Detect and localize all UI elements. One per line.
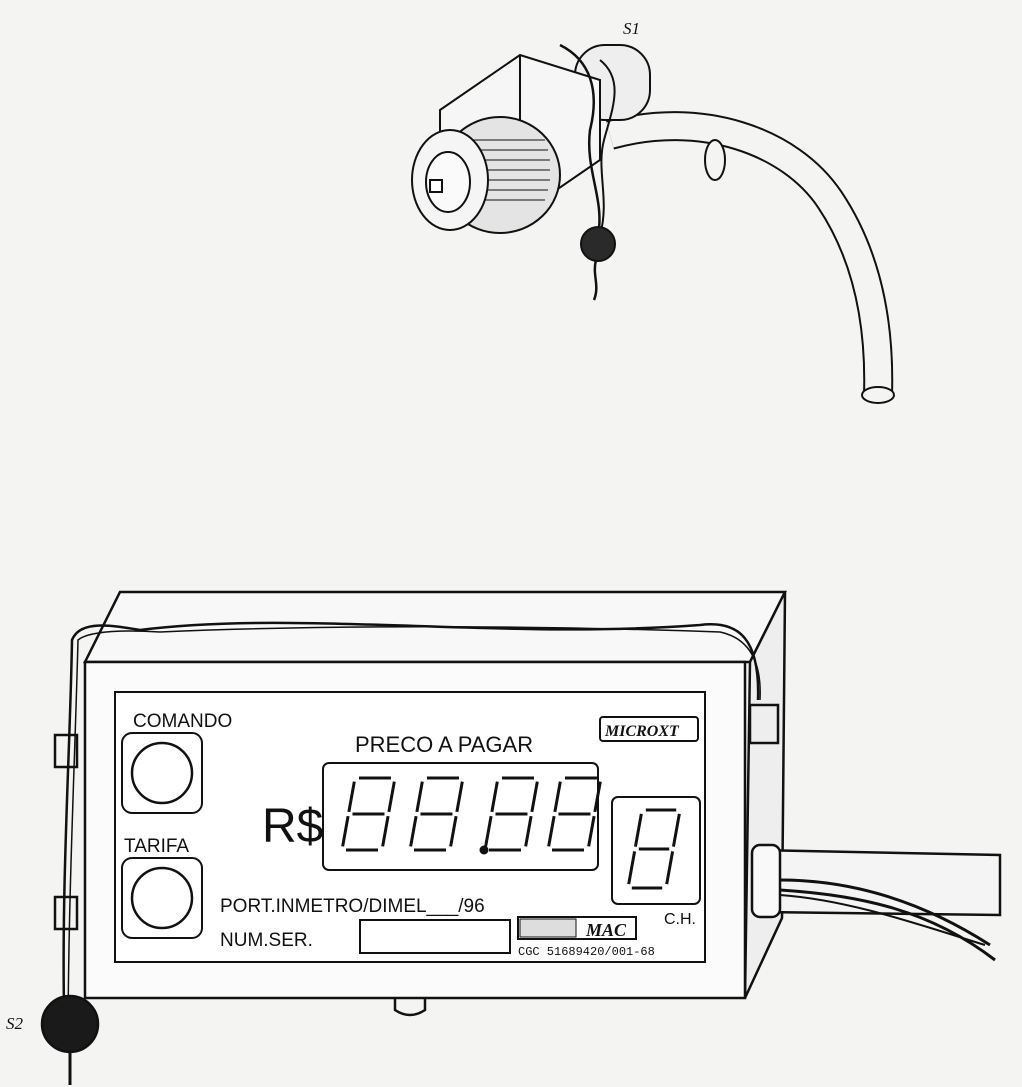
ch-digit: 8	[0, 0, 1, 1]
decimal-point	[479, 845, 489, 855]
ch-digit-segment-e	[627, 851, 637, 885]
comando-label: COMANDO	[133, 711, 232, 732]
preco-label: PRECO A PAGAR	[355, 732, 533, 757]
sensor-assembly	[411, 43, 895, 404]
price-digit-4-segment-b	[593, 781, 602, 813]
ch-digit-segment-b	[671, 813, 681, 847]
price-digit-1-segment-e	[341, 815, 350, 847]
price-digit-1-segment-c	[381, 815, 390, 847]
price-digit-1: 8	[0, 0, 1, 1]
price-digit-4-segment-f	[553, 781, 562, 813]
ch-digit-segment-c	[665, 851, 675, 885]
brand-text: MICROXT	[604, 723, 680, 740]
comando-button-face	[130, 741, 194, 805]
mac-logo-text: MAC	[585, 920, 627, 940]
brand-badge	[599, 716, 699, 742]
price-digits	[341, 776, 602, 852]
price-digit-1-segment-b	[387, 781, 396, 813]
price-digit-2: 8	[0, 0, 1, 1]
num-ser-label: NUM.SER.	[220, 930, 313, 951]
cgc-text: CGC 51689420/001-68	[518, 945, 655, 959]
currency-symbol: R$	[262, 800, 323, 853]
price-digit-4-segment-c	[587, 815, 596, 847]
price-digit-2-segment-f	[415, 781, 424, 813]
price-digit-1-segment-f	[347, 781, 356, 813]
comando-button[interactable]	[121, 732, 203, 814]
seal-label-s1: S1	[623, 19, 640, 38]
price-digit-2-segment-e	[409, 815, 418, 847]
price-digit-3-segment-e	[484, 815, 493, 847]
serial-number-field	[359, 919, 511, 954]
ch-digit-segments	[627, 808, 681, 890]
price-digit-2-segment-b	[455, 781, 464, 813]
ch-label: C.H.	[664, 911, 696, 928]
port-text: PORT.INMETRO/DIMEL___/96	[220, 896, 485, 917]
price-digit-3-segment-f	[490, 781, 499, 813]
front-panel: COMANDO TARIFA PRECO A PAGAR MICROXT R$ …	[0, 0, 701, 959]
mac-logo-left	[519, 918, 577, 938]
ch-digit-segment-f	[633, 813, 643, 847]
tarifa-button[interactable]	[121, 857, 203, 939]
seal-label-s2: S2	[6, 1014, 24, 1033]
tarifa-label: TARIFA	[124, 836, 189, 857]
price-digit-4: 8	[0, 0, 1, 1]
price-digit-3-segment-b	[530, 781, 539, 813]
price-digit-3-segment-c	[524, 815, 533, 847]
price-digit-4-segment-e	[547, 815, 556, 847]
price-digit-3: 8	[0, 0, 1, 1]
tarifa-button-face	[130, 866, 194, 930]
price-digit-2-segment-c	[449, 815, 458, 847]
